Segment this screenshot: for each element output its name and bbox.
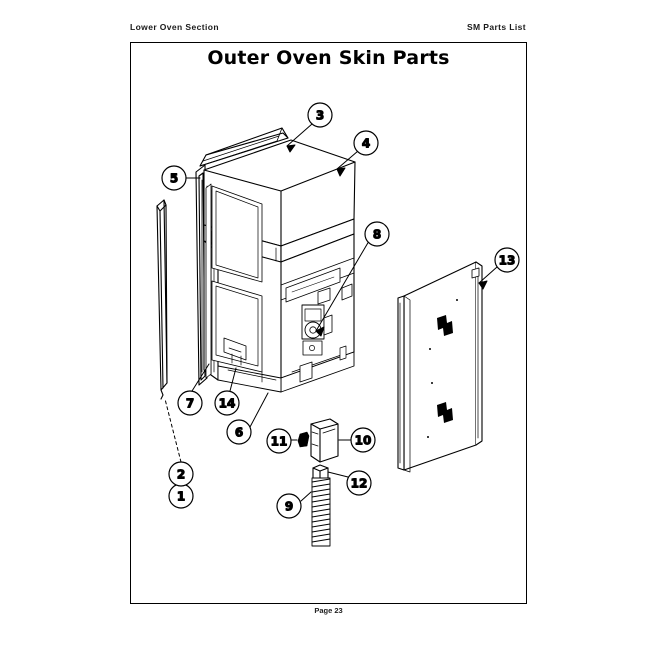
callout-number: 12 bbox=[351, 477, 368, 491]
callout-13[interactable]: 13 bbox=[494, 247, 520, 273]
callout-circle bbox=[214, 390, 240, 416]
callout-circle bbox=[161, 165, 187, 191]
callout-number: 14 bbox=[219, 397, 236, 411]
base-frame bbox=[217, 345, 355, 393]
callout-number: 3 bbox=[316, 109, 324, 123]
callout-2[interactable]: 2 bbox=[168, 461, 194, 487]
callout-number: 9 bbox=[285, 500, 293, 514]
callout-6[interactable]: 6 bbox=[226, 419, 252, 445]
callout-number: 8 bbox=[373, 228, 381, 242]
callout-circle bbox=[168, 461, 194, 487]
callout-circle bbox=[177, 390, 203, 416]
callout-3[interactable]: 3 bbox=[307, 102, 333, 128]
callout-11[interactable]: 11 bbox=[266, 428, 292, 454]
leader-lines bbox=[164, 123, 498, 502]
callout-14[interactable]: 14 bbox=[214, 390, 240, 416]
spring bbox=[311, 477, 331, 547]
callout-5[interactable]: 5 bbox=[161, 165, 187, 191]
left-side-panel bbox=[203, 183, 263, 381]
callout-number: 13 bbox=[499, 254, 516, 268]
callout-number: 11 bbox=[271, 435, 288, 449]
oven-cabinet bbox=[195, 127, 356, 393]
door-panel bbox=[397, 261, 483, 473]
callout-circle bbox=[346, 470, 372, 496]
callout-number: 6 bbox=[235, 426, 243, 440]
callout-12[interactable]: 12 bbox=[346, 470, 372, 496]
callout-circle bbox=[226, 419, 252, 445]
callout-number: 4 bbox=[362, 137, 370, 151]
header-left-section: Lower Oven Section bbox=[130, 22, 219, 32]
callout-1[interactable]: 1 bbox=[168, 483, 194, 509]
callout-number: 1 bbox=[177, 490, 185, 504]
callout-number: 5 bbox=[170, 172, 178, 186]
callout-10[interactable]: 10 bbox=[350, 427, 376, 453]
callout-number: 10 bbox=[355, 434, 372, 448]
left-trim-strip bbox=[156, 199, 168, 400]
page-title: Outer Oven Skin Parts bbox=[207, 47, 450, 69]
callout-circle bbox=[266, 428, 292, 454]
callout-circle bbox=[276, 493, 302, 519]
callout-9[interactable]: 9 bbox=[276, 493, 302, 519]
callout-4[interactable]: 4 bbox=[353, 130, 379, 156]
page-footer: Page 23 bbox=[314, 606, 343, 615]
callout-circle bbox=[364, 221, 390, 247]
callout-circle bbox=[350, 427, 376, 453]
clip-bracket bbox=[310, 418, 339, 463]
callout-number: 7 bbox=[186, 397, 194, 411]
callout-circle bbox=[353, 130, 379, 156]
callout-7[interactable]: 7 bbox=[177, 390, 203, 416]
header-right-doc: SM Parts List bbox=[466, 22, 526, 32]
callout-circle bbox=[494, 247, 520, 273]
callout-circle bbox=[307, 102, 333, 128]
callout-number: 2 bbox=[177, 468, 185, 482]
callout-8[interactable]: 8 bbox=[364, 221, 390, 247]
